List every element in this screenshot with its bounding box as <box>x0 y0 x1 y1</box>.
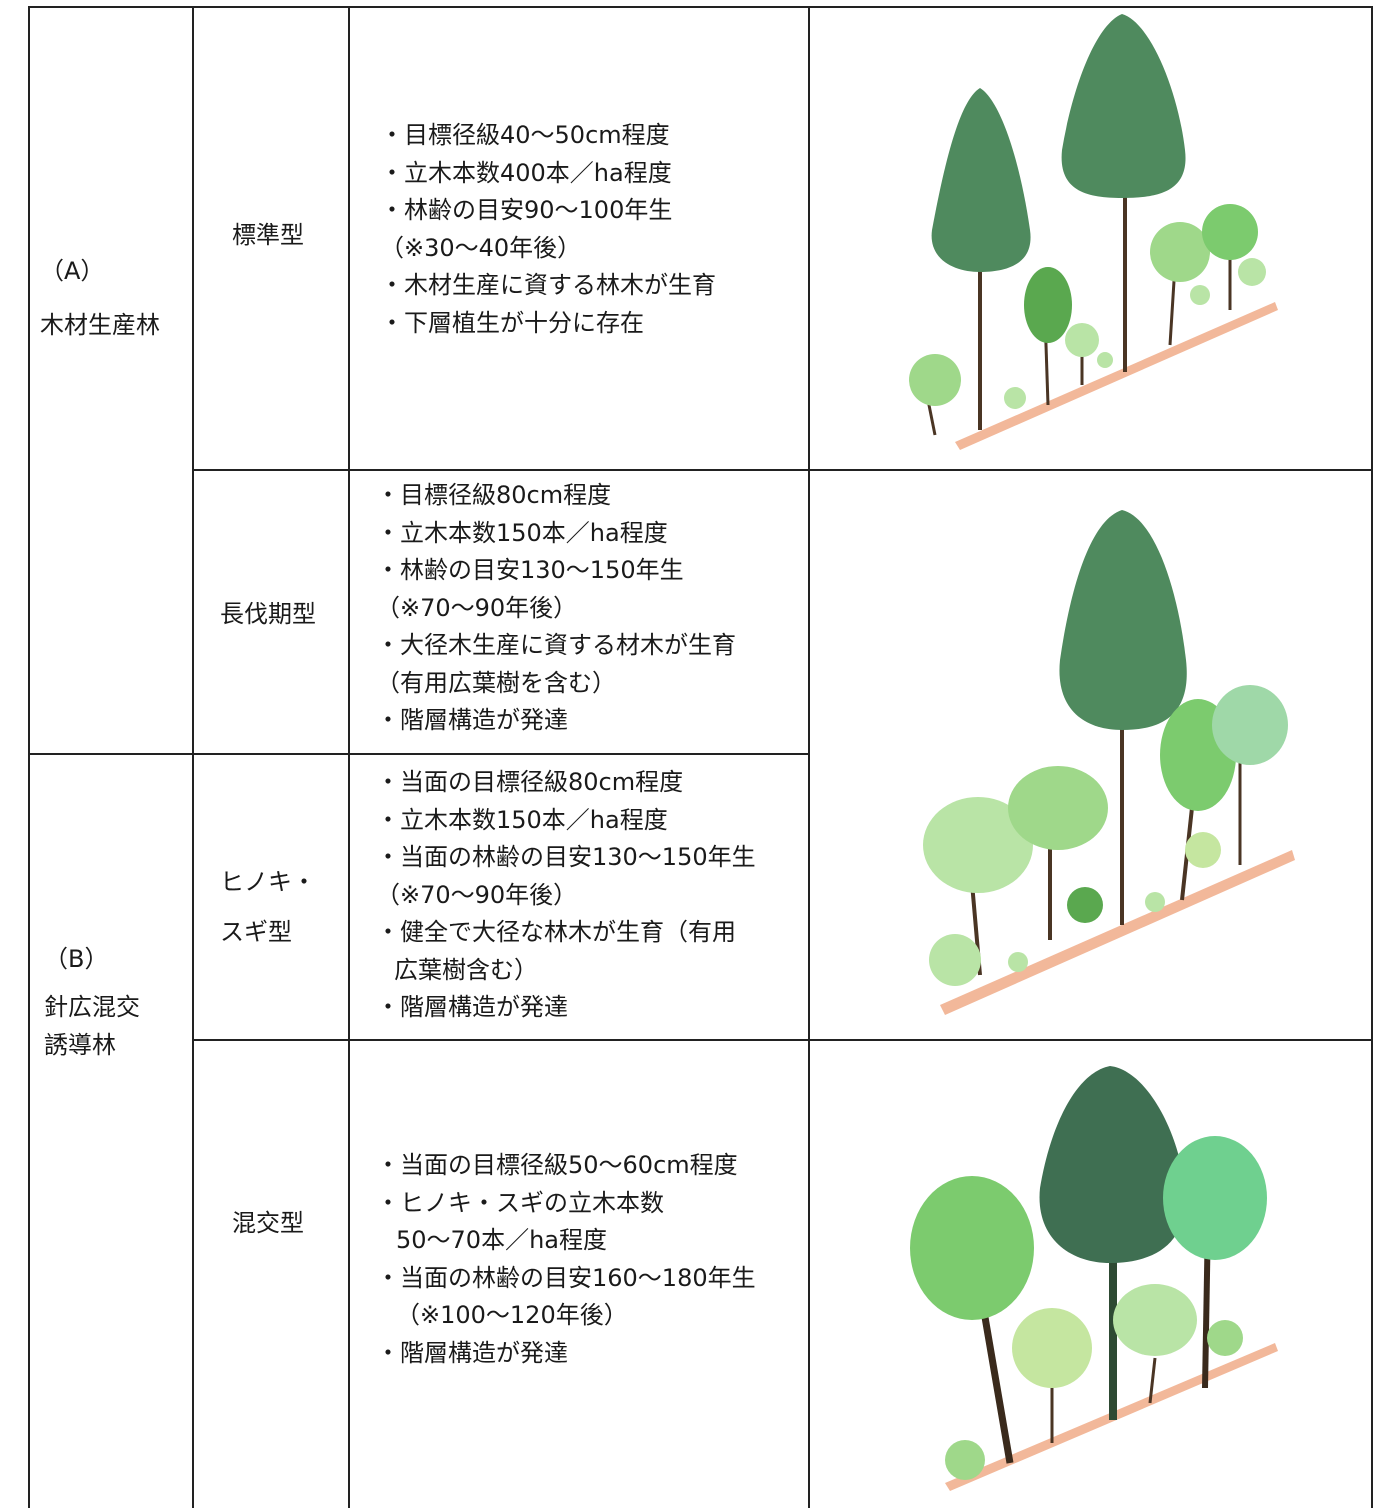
forest-illustration-standard <box>909 14 1278 450</box>
type-hinoki-sugi: ヒノキ・ スギ型 <box>220 868 316 946</box>
broadleaf-tree <box>1008 766 1108 850</box>
list-item: ・階層構造が発達 <box>376 706 568 734</box>
list-item: ・健全で大径な林木が生育（有用 <box>376 918 736 946</box>
broadleaf-tree <box>945 1440 985 1480</box>
list-item: ・目標径級80cm程度 <box>376 481 612 509</box>
table-border-top <box>28 6 1373 8</box>
list-item: ・当面の目標径級50～60cm程度 <box>376 1151 738 1179</box>
broadleaf-tree <box>1207 1320 1243 1356</box>
row-divider-3 <box>192 1039 1373 1041</box>
details-long-rotation: ・目標径級80cm程度 ・立木本数150本／ha程度 ・林齢の目安130～150… <box>376 477 736 740</box>
broadleaf-tree <box>1185 832 1221 868</box>
table-border-right <box>1371 6 1373 1508</box>
list-item: （※100～120年後） <box>396 1301 628 1329</box>
broadleaf-tree <box>909 354 961 406</box>
broadleaf-tree <box>923 797 1033 893</box>
forest-illustration-long-rotation <box>923 510 1295 1015</box>
broadleaf-tree <box>1008 952 1028 972</box>
list-item: ・当面の林齢の目安160～180年生 <box>376 1263 756 1292</box>
row-divider-2-category <box>28 753 810 755</box>
broadleaf-tree <box>910 1176 1034 1320</box>
broadleaf-tree <box>1067 887 1103 923</box>
broadleaf-tree <box>1212 685 1288 765</box>
broadleaf-tree <box>1145 892 1165 912</box>
broadleaf-tree <box>1150 222 1210 282</box>
conifer-tree <box>931 88 1031 272</box>
details-hinoki-sugi: ・当面の目標径級80cm程度 ・立木本数150本／ha程度 ・当面の林齢の目安1… <box>376 764 756 1027</box>
table-border-left <box>28 6 30 1508</box>
list-item: ・林齢の目安130～150年生 <box>376 556 684 584</box>
list-item: （有用広葉樹を含む） <box>376 668 616 697</box>
broadleaf-tree <box>1163 1136 1267 1260</box>
details-standard: ・目標径級40～50cm程度 ・立木本数400本／ha程度 ・林齢の目安90～1… <box>380 117 716 342</box>
list-item: ・木材生産に資する林木が生育 <box>380 271 716 299</box>
broadleaf-tree <box>1065 323 1099 357</box>
list-item: ・当面の林齢の目安130～150年生 <box>376 843 756 871</box>
forest-illustration-mixed <box>910 1066 1278 1491</box>
list-item: ・大径木生産に資する材木が生育 <box>376 631 736 659</box>
broadleaf-tree <box>1097 352 1113 368</box>
list-item: ・当面の目標径級80cm程度 <box>376 768 684 796</box>
broadleaf-tree <box>1190 285 1210 305</box>
list-item: ・目標径級40～50cm程度 <box>380 121 670 149</box>
list-item: 広葉樹含む） <box>394 955 538 984</box>
broadleaf-tree <box>929 934 981 986</box>
broadleaf-tree <box>1012 1308 1092 1388</box>
broadleaf-tree <box>1113 1284 1197 1356</box>
list-item: ・階層構造が発達 <box>376 993 568 1021</box>
list-item: ・階層構造が発達 <box>376 1338 568 1367</box>
list-item: （※30～40年後） <box>380 233 582 262</box>
broadleaf-tree <box>1004 387 1026 409</box>
list-item: ・林齢の目安90～100年生 <box>380 196 673 224</box>
list-item: （※70～90年後） <box>376 880 578 909</box>
type-long-rotation: 長伐期型 <box>220 600 316 628</box>
ground-slope <box>940 850 1295 1015</box>
broadleaf-tree <box>1238 258 1266 286</box>
ground-slope <box>955 302 1278 450</box>
list-item: （※70～90年後） <box>376 593 578 622</box>
list-item: 50～70本／ha程度 <box>396 1226 607 1254</box>
list-item: ・立木本数150本／ha程度 <box>376 518 668 547</box>
list-item: ・立木本数150本／ha程度 <box>376 805 668 834</box>
list-item: ・ヒノキ・スギの立木本数 <box>376 1188 664 1217</box>
column-divider-1 <box>192 6 194 1508</box>
list-item: ・下層植生が十分に存在 <box>380 308 644 337</box>
details-mixed: ・当面の目標径級50～60cm程度 ・ヒノキ・スギの立木本数 50～70本／ha… <box>376 1147 756 1372</box>
column-divider-2 <box>348 6 350 1508</box>
broadleaf-tree <box>1024 267 1072 343</box>
category-b-label: （B） 針広混交 誘導林 <box>44 945 140 1059</box>
type-standard: 標準型 <box>232 221 304 249</box>
row-divider-1 <box>192 469 1373 471</box>
list-item: ・立木本数400本／ha程度 <box>380 158 672 187</box>
broadleaf-tree <box>1202 204 1258 260</box>
type-mixed: 混交型 <box>232 1209 304 1237</box>
conifer-tree <box>1039 1066 1186 1263</box>
category-a-label: （A） 木材生産林 <box>40 257 160 339</box>
conifer-tree <box>1059 510 1187 730</box>
column-divider-3 <box>808 6 810 1508</box>
conifer-tree <box>1061 14 1186 198</box>
